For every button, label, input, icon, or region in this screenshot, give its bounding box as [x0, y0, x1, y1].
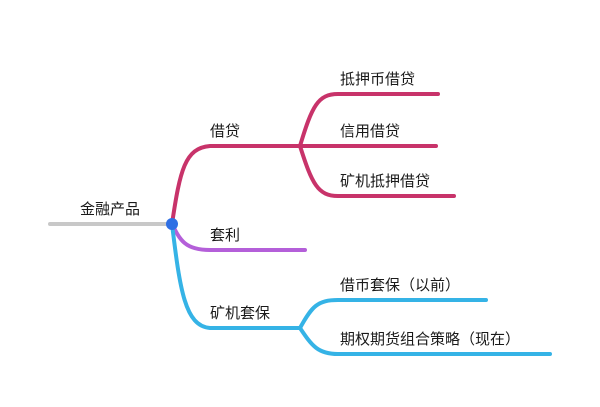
- root-node-dot: [166, 218, 178, 230]
- leaf-label-credit-loan: 信用借贷: [340, 122, 401, 140]
- connector-lending: [170, 144, 302, 226]
- branch-label-lending: 借贷: [210, 122, 241, 140]
- branch-label-arbitrage: 套利: [210, 226, 241, 244]
- connector-coin-borrow-hedge: [298, 298, 488, 330]
- connector-miner-hedge: [170, 222, 302, 330]
- leaf-label-coin-borrow-hedge: 借币套保（以前）: [340, 276, 461, 294]
- connector-miner-collateral-loan: [298, 144, 456, 198]
- connector-options-futures-strategy: [298, 326, 552, 356]
- connector-collateral-coin-loan: [298, 92, 440, 148]
- leaf-label-miner-collateral-loan: 矿机抵押借贷: [340, 172, 431, 190]
- branch-label-miner-hedge: 矿机套保: [210, 304, 271, 322]
- root-node-label: 金融产品: [80, 200, 141, 218]
- leaf-label-options-futures-strategy: 期权期货组合策略（现在）: [340, 330, 521, 348]
- leaf-label-collateral-coin-loan: 抵押币借贷: [340, 70, 416, 88]
